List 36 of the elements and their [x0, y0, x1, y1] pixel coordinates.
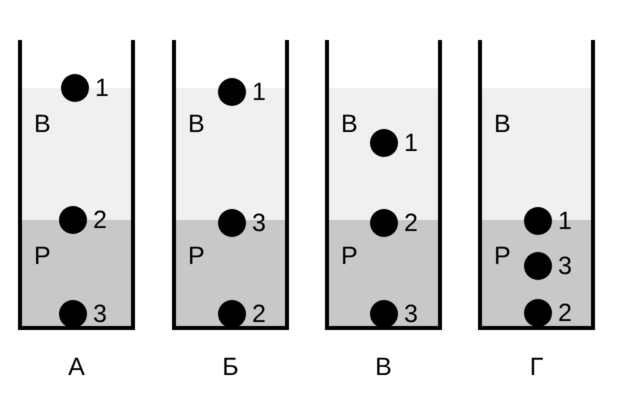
ball [59, 300, 87, 328]
layer-letter: В [494, 112, 511, 137]
ball [218, 300, 246, 328]
layer-letter: Р [341, 244, 358, 269]
vessel [18, 40, 135, 330]
vessel-caption: Г [530, 355, 544, 380]
layer-letter: Р [188, 244, 205, 269]
layer-letter: В [34, 112, 51, 137]
ball [370, 129, 398, 157]
ball-number: 1 [558, 209, 572, 234]
layer-letter: В [341, 112, 358, 137]
vessel-caption: Б [222, 355, 239, 380]
layer-letter: В [188, 112, 205, 137]
ball-number: 3 [252, 211, 266, 236]
layer-letter: Р [34, 244, 51, 269]
ball-number: 1 [95, 76, 109, 101]
vessel [325, 40, 442, 330]
ball-number: 3 [558, 254, 572, 279]
ball-number: 1 [404, 131, 418, 156]
ball-number: 2 [558, 301, 572, 326]
ball [370, 300, 398, 328]
vessel [478, 40, 595, 330]
vessel-caption: А [68, 355, 85, 380]
ball [218, 78, 246, 106]
ball-number: 3 [404, 302, 418, 327]
ball-number: 2 [252, 302, 266, 327]
vessel-caption: В [375, 355, 392, 380]
ball-number: 3 [93, 302, 107, 327]
ball-number: 2 [404, 211, 418, 236]
vessel [172, 40, 289, 330]
ball-number: 2 [93, 208, 107, 233]
ball [61, 74, 89, 102]
ball-number: 1 [252, 80, 266, 105]
ball [524, 299, 552, 327]
layer-letter: Р [494, 244, 511, 269]
ball [524, 252, 552, 280]
